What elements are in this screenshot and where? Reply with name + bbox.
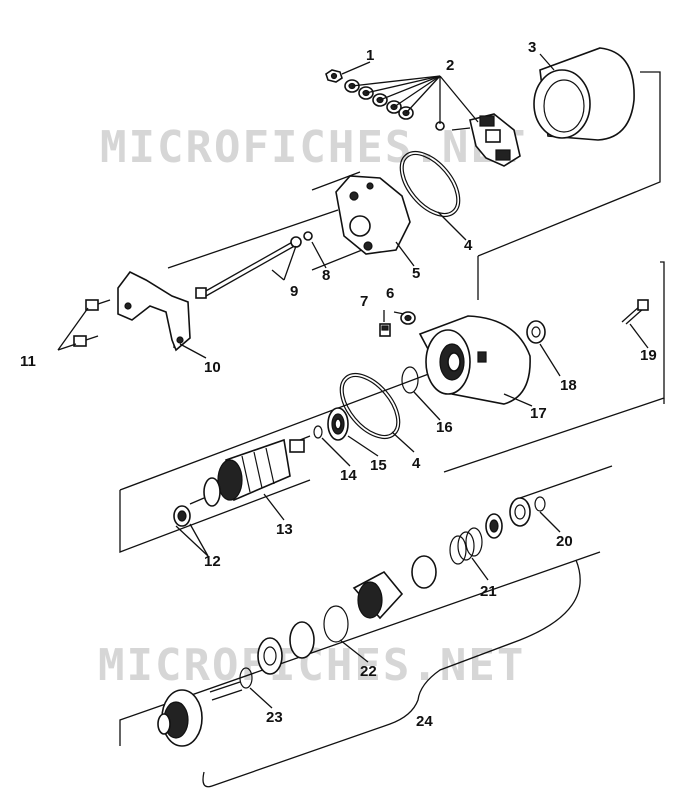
part-2-brush-holder [451, 113, 521, 167]
part-15-bearing [327, 407, 349, 441]
label-5: 5 [412, 265, 420, 282]
label-4a: 4 [464, 237, 473, 254]
part-23-ring [239, 667, 253, 689]
part-17-front-housing [418, 315, 531, 405]
part-5-end-cover [335, 175, 411, 255]
part-12-bearing [173, 505, 209, 557]
label-22: 22 [360, 663, 377, 680]
label-4b: 4 [412, 455, 421, 472]
label-7: 7 [360, 293, 368, 310]
part-6-washer [400, 311, 416, 325]
label-14: 14 [340, 467, 357, 484]
label-6: 6 [386, 285, 394, 302]
part-18-washer [526, 320, 546, 344]
label-2: 2 [446, 57, 454, 74]
part-7-screw [379, 323, 391, 337]
part-9-through-bolts [195, 236, 302, 299]
pinion-gear-shaft [157, 681, 243, 747]
label-15: 15 [370, 457, 387, 474]
part-21-spring-stack [411, 497, 531, 589]
label-21: 21 [480, 583, 497, 600]
label-24: 24 [416, 713, 433, 730]
label-9: 9 [290, 283, 298, 300]
label-18: 18 [560, 377, 577, 394]
part-10-bracket [117, 270, 191, 352]
part-14-ring [313, 425, 323, 439]
part-2-leader-lines [351, 75, 479, 124]
label-23: 23 [266, 709, 283, 726]
part-4-o-ring-top [399, 151, 461, 217]
part-24-bracket [202, 559, 581, 788]
part-13-armature [189, 435, 311, 507]
part-3-yoke [533, 47, 635, 141]
part-20-clip [534, 496, 546, 512]
label-1: 1 [366, 47, 374, 64]
label-8: 8 [322, 267, 330, 284]
label-19: 19 [640, 347, 657, 364]
part-19-bolt [621, 299, 649, 325]
label-11: 11 [20, 353, 36, 370]
part-11-bolts [57, 299, 111, 351]
watermark-top: MICROFICHES.NET [100, 122, 527, 173]
part-8-washer [303, 231, 313, 241]
part-22-clutch [257, 570, 404, 675]
part-labels: 1 2 3 4 5 6 7 8 9 10 11 12 13 14 15 4 16… [20, 39, 657, 730]
label-16: 16 [436, 419, 453, 436]
label-10: 10 [204, 359, 221, 376]
label-20: 20 [556, 533, 573, 550]
label-leader-lines [179, 53, 649, 709]
label-12: 12 [204, 553, 221, 570]
label-13: 13 [276, 521, 293, 538]
label-17: 17 [530, 405, 547, 422]
part-16-o-ring [401, 366, 419, 394]
label-3: 3 [528, 39, 536, 56]
part-1-nut [325, 69, 343, 83]
